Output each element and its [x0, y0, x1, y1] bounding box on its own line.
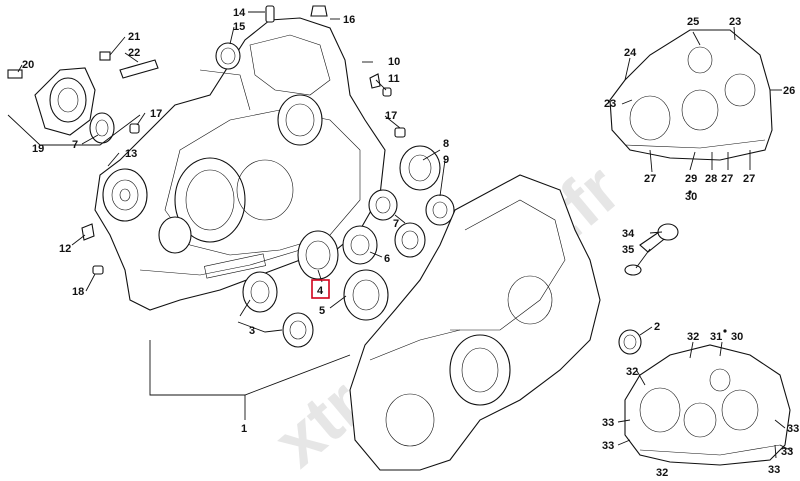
dot-marker: [688, 190, 692, 194]
callout-28[interactable]: 28: [705, 173, 717, 185]
dot-marker: [723, 329, 727, 333]
callout-23-left[interactable]: 23: [604, 98, 616, 110]
right-crankcase-half: [349, 174, 642, 471]
callout-33-3[interactable]: 33: [602, 440, 614, 452]
callout-35[interactable]: 35: [622, 244, 634, 256]
callout-24[interactable]: 24: [624, 47, 637, 59]
callout-5[interactable]: 5: [319, 305, 325, 317]
leader-lines: [7, 11, 793, 459]
callout-15[interactable]: 15: [233, 21, 245, 33]
callout-13[interactable]: 13: [125, 148, 137, 160]
callout-25[interactable]: 25: [687, 16, 699, 28]
callout-32-top[interactable]: 32: [687, 331, 699, 343]
oil-cover-assembly: [7, 51, 159, 144]
callout-22[interactable]: 22: [128, 47, 140, 59]
inset-bottom-right: [624, 344, 791, 466]
callout-17-top[interactable]: 17: [150, 108, 162, 120]
oil-pump: [81, 123, 406, 275]
callout-7-left[interactable]: 7: [72, 139, 78, 151]
bearings: [242, 145, 455, 348]
callout-11[interactable]: 11: [388, 73, 400, 85]
callout-33-1[interactable]: 33: [602, 417, 614, 429]
callout-6[interactable]: 6: [384, 253, 390, 265]
callout-32-left[interactable]: 32: [626, 366, 638, 378]
callout-33-2[interactable]: 33: [787, 423, 799, 435]
callout-30-bottom[interactable]: 30: [731, 331, 743, 343]
callout-7-center[interactable]: 7: [393, 218, 399, 230]
callout-33-5[interactable]: 33: [768, 464, 780, 476]
highlight-box: [311, 279, 330, 299]
callout-29[interactable]: 29: [685, 173, 697, 185]
callout-1[interactable]: 1: [241, 423, 247, 435]
callout-27-right[interactable]: 27: [743, 173, 755, 185]
callout-9[interactable]: 9: [443, 154, 449, 166]
callout-20[interactable]: 20: [22, 59, 34, 71]
callout-23-top[interactable]: 23: [729, 16, 741, 28]
callout-12[interactable]: 12: [59, 243, 71, 255]
callout-30-top[interactable]: 30: [685, 191, 697, 203]
callout-17-right[interactable]: 17: [385, 110, 397, 122]
callout-14[interactable]: 14: [233, 7, 246, 19]
callout-4[interactable]: 4: [317, 285, 324, 297]
callout-26[interactable]: 26: [783, 85, 795, 97]
callout-10[interactable]: 10: [388, 56, 400, 68]
top-small-parts: [215, 5, 392, 97]
left-crankcase-half: [94, 17, 386, 311]
callout-34[interactable]: 34: [622, 228, 635, 240]
callout-32-bottom[interactable]: 32: [656, 467, 668, 479]
callout-21[interactable]: 21: [128, 31, 140, 43]
callout-3[interactable]: 3: [249, 325, 255, 337]
callout-33-4[interactable]: 33: [781, 446, 793, 458]
callout-16[interactable]: 16: [343, 14, 355, 26]
callout-labels: 14 16 15 21 22 20 10 11 17 17 19 7 13 8 …: [22, 7, 799, 479]
callout-8[interactable]: 8: [443, 138, 449, 150]
inset-top-right: [609, 29, 773, 161]
callout-18[interactable]: 18: [72, 286, 84, 298]
callout-27-left[interactable]: 27: [644, 173, 656, 185]
callout-27-mid[interactable]: 27: [721, 173, 733, 185]
callout-2[interactable]: 2: [654, 321, 660, 333]
callout-19[interactable]: 19: [32, 143, 44, 155]
callout-31[interactable]: 31: [710, 331, 722, 343]
